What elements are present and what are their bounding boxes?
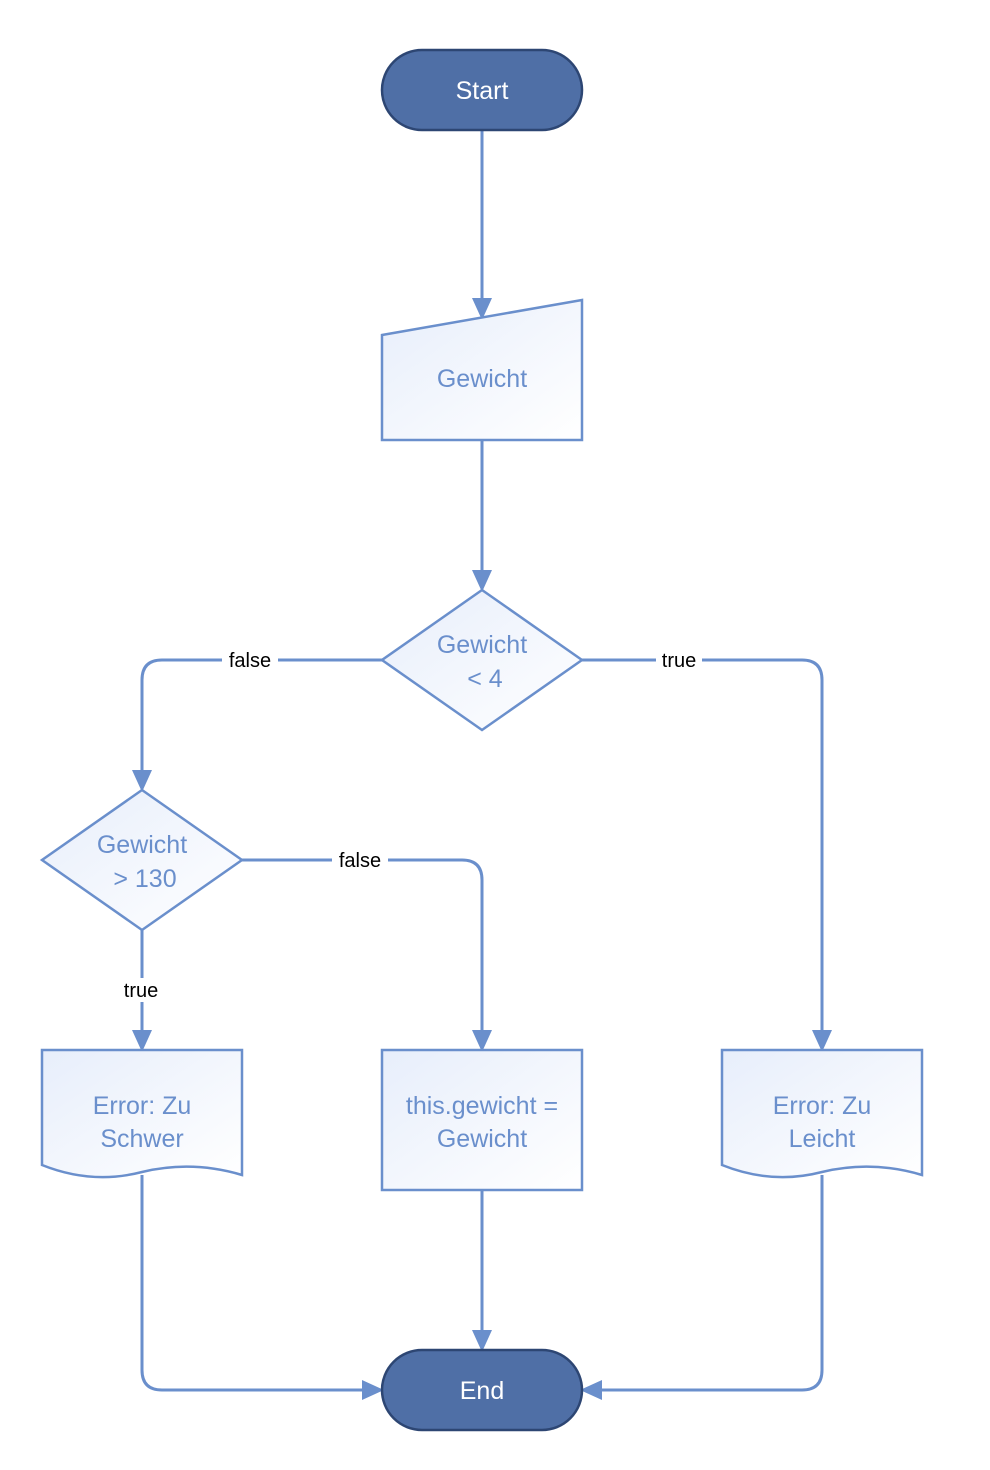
edge-error-heavy-to-end — [140, 1175, 364, 1392]
edge-label-d2-false: false — [339, 850, 381, 872]
assign-line1: this.gewicht = — [406, 1092, 558, 1120]
decision1-line2: < 4 — [467, 665, 503, 693]
arrowhead-decision1 — [472, 570, 492, 592]
edge-label-d1-false: false — [229, 650, 271, 672]
arrowhead-error-heavy — [132, 1030, 152, 1052]
edges — [132, 130, 832, 1400]
error-light-line2: Leicht — [789, 1125, 856, 1153]
arrowhead-assign — [472, 1030, 492, 1052]
edge-label-d2-true: true — [124, 980, 158, 1002]
decision-weight-lt-4: Gewicht < 4 — [379, 588, 585, 732]
decision2-line2: > 130 — [113, 865, 176, 893]
error-heavy-line1: Error: Zu — [93, 1092, 192, 1120]
edge-error-light-to-end — [600, 1175, 824, 1392]
arrowhead-input — [472, 298, 492, 320]
assign-weight-node: this.gewicht = Gewicht — [380, 1048, 584, 1192]
arrowhead-end-left — [362, 1380, 384, 1400]
edge-label-d1-true: true — [662, 650, 696, 672]
edge-labels: false true false true — [118, 648, 702, 1002]
edge-decision1-true — [582, 658, 824, 1032]
error-heavy-line2: Schwer — [100, 1125, 183, 1153]
start-node: Start — [380, 48, 584, 132]
end-node: End — [380, 1348, 584, 1432]
arrowhead-end-top — [472, 1330, 492, 1352]
input-label: Gewicht — [437, 365, 527, 393]
edge-decision2-false — [242, 858, 484, 1032]
error-too-heavy-node: Error: Zu Schwer — [40, 1048, 244, 1179]
decision2-line1: Gewicht — [97, 831, 187, 859]
error-light-line1: Error: Zu — [773, 1092, 872, 1120]
arrowhead-decision2 — [132, 770, 152, 792]
end-label: End — [460, 1377, 504, 1405]
decision-weight-gt-130: Gewicht > 130 — [39, 788, 245, 932]
assign-line2: Gewicht — [437, 1125, 527, 1153]
arrowhead-error-light — [812, 1030, 832, 1052]
start-label: Start — [456, 77, 509, 105]
arrowhead-end-right — [580, 1380, 602, 1400]
input-node: Gewicht — [380, 298, 584, 442]
error-too-light-node: Error: Zu Leicht — [720, 1048, 924, 1179]
edge-decision1-false — [140, 658, 382, 772]
decision1-line1: Gewicht — [437, 631, 527, 659]
